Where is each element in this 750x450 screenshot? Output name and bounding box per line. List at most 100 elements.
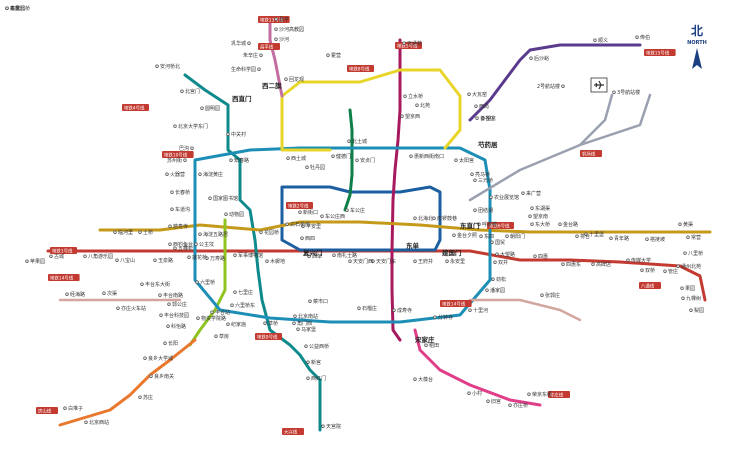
station-label: 立水桥	[408, 93, 423, 100]
station-dot	[489, 195, 493, 199]
station-label: 车道沟	[175, 206, 190, 213]
station-label: 三元桥	[478, 177, 493, 184]
station-label: 北土城	[352, 138, 367, 145]
line1-route	[46, 249, 707, 302]
station-label: 长阳	[168, 340, 178, 347]
station-dot	[533, 254, 537, 258]
station-dot	[432, 216, 436, 220]
station-dot	[485, 288, 489, 292]
line10-route	[193, 146, 492, 324]
station-label: 八里桥	[688, 250, 703, 257]
station-label: 长春桥	[175, 189, 190, 196]
station-label: 高家园	[10, 5, 25, 12]
station-label: 丰台南路	[163, 292, 183, 299]
station-dot	[143, 356, 147, 360]
station-label: 苏州街	[167, 157, 182, 164]
station-label: 张郭庄	[545, 292, 560, 299]
hub-station-label: 东直门	[460, 221, 480, 230]
station-dot	[486, 399, 490, 403]
station-label: 成寿寺	[397, 307, 412, 314]
station-label: 惠新西街南口	[414, 153, 444, 160]
station-label: 西四	[305, 236, 315, 242]
station-label: 回龙观	[289, 76, 304, 83]
station-dot	[25, 259, 29, 263]
line5-route	[390, 38, 402, 342]
station-dot	[561, 84, 565, 88]
station-label: 良乡大学城	[148, 355, 173, 362]
station-label: 永安里	[450, 258, 465, 265]
station-dot	[527, 392, 531, 396]
station-label: 善各庄	[480, 115, 495, 122]
station-dot	[198, 232, 202, 236]
station-dot	[173, 246, 177, 250]
station-label: 新街口	[303, 209, 318, 216]
station-label: 良乡南关	[154, 373, 174, 380]
station-dot	[635, 35, 639, 39]
station-dot	[413, 259, 417, 263]
station-label: 北京南站	[298, 313, 318, 320]
station-label: 呼家楼	[482, 221, 497, 228]
line-tag: 地铁6号线	[487, 222, 514, 229]
hub-station-label: 西直门	[232, 94, 252, 103]
station-dot	[473, 208, 477, 212]
station-dot	[180, 89, 184, 93]
station-label: 天通苑	[407, 40, 422, 47]
line-tag: 昌平线	[258, 43, 280, 50]
station-label: 车公庄西	[325, 213, 345, 220]
station-label: 分钟寺	[438, 314, 453, 321]
hub-station-label: 建国门	[441, 248, 462, 257]
line-tag: 亦庄线	[548, 391, 570, 398]
station-label: 褡裢坡	[650, 236, 665, 243]
line-tag-text: 地铁5号线	[397, 42, 418, 49]
station-dot	[196, 316, 200, 320]
station-label: 霍营	[331, 52, 341, 59]
station-label: 海淀五路居	[203, 231, 228, 238]
station-label: 亮马桥	[475, 171, 490, 178]
station-label: 十里堡	[589, 231, 604, 238]
station-label: 青年路	[614, 235, 629, 242]
station-dot	[138, 230, 142, 234]
line-tag-text: 地铁15号线	[646, 49, 670, 56]
station-dot	[259, 230, 263, 234]
station-label: 四惠	[538, 253, 548, 260]
station-label: 大望路	[500, 251, 515, 258]
station-label: 东大桥	[535, 221, 550, 228]
station-label: 团结湖	[478, 207, 493, 214]
station-dot	[663, 269, 667, 273]
station-dot	[409, 154, 413, 158]
station-dot	[473, 178, 477, 182]
station-label: 安贞门	[360, 157, 375, 164]
line-tag-text: 地铁9号线	[257, 333, 278, 340]
station-label: 平安里	[306, 223, 321, 230]
station-dot	[5, 6, 9, 10]
station-dot	[452, 233, 456, 237]
line-tag-text: 地铁10号线	[164, 151, 188, 158]
station-dot	[540, 293, 544, 297]
line-tag-text: 地铁14号线	[50, 274, 74, 281]
station-label: 西红门	[311, 375, 326, 382]
station-label: 东四	[484, 233, 494, 240]
station-dot	[170, 207, 174, 211]
station-label: 望京	[486, 115, 496, 122]
station-label: 旧宫	[491, 398, 501, 405]
station-label: 劲松	[496, 276, 506, 283]
station-dot	[163, 341, 167, 345]
fangshan-route	[58, 338, 197, 427]
station-dot	[113, 230, 117, 234]
station-dot	[413, 216, 417, 220]
station-label: 知春路	[234, 157, 249, 164]
station-dot	[320, 214, 324, 218]
station-label: 四惠东	[566, 261, 581, 268]
station-label: 公益西桥	[309, 343, 329, 350]
station-label: 俸伯	[640, 34, 650, 41]
station-dot	[214, 334, 218, 338]
station-dot	[65, 292, 69, 296]
station-dot	[155, 64, 159, 68]
station-dot	[530, 206, 534, 210]
station-label: 苏庄	[143, 394, 153, 401]
line-tag: 地铁4号线	[122, 104, 149, 111]
station-label: 后沙峪	[534, 55, 549, 62]
station-label: 马家堡	[301, 326, 316, 333]
station-dot	[470, 172, 474, 176]
